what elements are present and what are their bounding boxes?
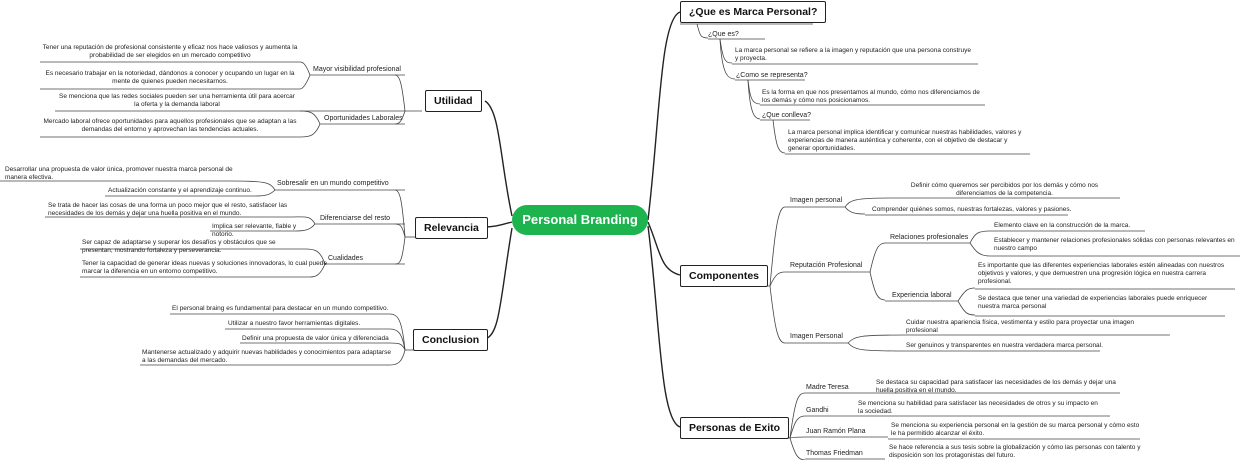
subtopic-experiencia-laboral[interactable]: Experiencia laboral <box>892 292 952 299</box>
subtopic-que-es[interactable]: ¿Que es? <box>708 31 739 38</box>
subtopic-juan-ramon-plana[interactable]: Juan Ramón Plana <box>806 428 866 435</box>
subtopic-diferenciarse[interactable]: Diferenciarse del resto <box>320 215 391 222</box>
leaf-gandhi: Se menciona su habilidad para satisfacer… <box>858 400 1098 415</box>
leaf-madre-teresa: Se destaca su capacidad para satisfacer … <box>876 379 1116 394</box>
subtopic-cualidades[interactable]: Cualidades <box>328 255 364 262</box>
subtopic-como-se-representa[interactable]: ¿Como se representa? <box>736 72 808 79</box>
leaf-relaciones-elemento-clave: Elemento clave en la construcción de la … <box>994 222 1131 229</box>
leaf-conclusion-actualizado: Mantenerse actualizado y adquirir nuevas… <box>142 349 391 364</box>
root-node[interactable]: Personal Branding <box>512 205 648 235</box>
leaf-imagen-apariencia: Cuidar nuestra apariencia física, vestim… <box>906 319 1134 334</box>
topic-relevancia[interactable]: Relevancia <box>415 217 488 239</box>
topic-personas-de-exito[interactable]: Personas de Exito <box>680 417 790 439</box>
leaf-experiencia-alineadas: Es importante que las diferentes experie… <box>978 262 1225 285</box>
leaf-cualidades-ideas: Tener la capacidad de generar ideas nuev… <box>82 260 327 275</box>
subtopic-imagen-personal-2[interactable]: Imagen Personal <box>790 333 843 340</box>
topic-componentes[interactable]: Componentes <box>680 265 769 287</box>
leaf-juan-ramon-plana: Se menciona su experiencia personal en l… <box>891 422 1140 437</box>
subtopic-relaciones-profesionales[interactable]: Relaciones profesionales <box>890 234 969 241</box>
subtopic-madre-teresa[interactable]: Madre Teresa <box>806 384 849 391</box>
subtopic-sobresalir[interactable]: Sobresalir en un mundo competitivo <box>277 180 389 187</box>
subtopic-que-conlleva[interactable]: ¿Que conlleva? <box>762 112 812 119</box>
leaf-sobresalir-propuesta: Desarrollar una propuesta de valor única… <box>5 166 233 181</box>
leaf-diferenciarse-hacer: Se trata de hacer las cosas de una forma… <box>48 202 288 217</box>
leaf-cualidades-adaptarse: Ser capaz de adaptarse y superar los des… <box>82 239 276 254</box>
leaf-como-se-representa-answer: Es la forma en que nos presentamos al mu… <box>762 89 980 104</box>
topic-que-es-marca-personal[interactable]: ¿Que es Marca Personal? <box>680 1 827 23</box>
topic-utilidad[interactable]: Utilidad <box>425 90 482 112</box>
leaf-conclusion-herramientas: Utilizar a nuestro favor herramientas di… <box>228 320 361 327</box>
leaf-diferenciarse-relevante: Implica ser relevante, fiable y notorio. <box>212 223 297 238</box>
topic-conclusion[interactable]: Conclusion <box>413 329 489 351</box>
leaf-imagen-personal-definir: Definir cómo queremos ser percibidos por… <box>910 182 1099 197</box>
subtopic-imagen-personal-1[interactable]: Imagen personal <box>790 197 843 204</box>
leaf-thomas-friedman: Se hace referencia a sus tesis sobre la … <box>889 444 1141 459</box>
leaf-oportunidades-mercado: Mercado laboral ofrece oportunidades par… <box>43 118 297 133</box>
leaf-visibilidad-notoriedad: Es necesario trabajar en la notoriedad, … <box>45 70 295 85</box>
subtopic-mayor-visibilidad[interactable]: Mayor visibilidad profesional <box>313 66 401 73</box>
leaf-que-conlleva-answer: La marca personal implica identificar y … <box>788 129 1022 152</box>
leaf-conclusion-fundamental: El personal braing es fundamental para d… <box>172 305 389 312</box>
subtopic-gandhi[interactable]: Gandhi <box>806 407 829 414</box>
subtopic-reputacion-profesional[interactable]: Reputación Profesional <box>790 262 863 269</box>
leaf-relaciones-establecer: Establecer y mantener relaciones profesi… <box>994 237 1235 252</box>
leaf-imagen-personal-comprender: Comprender quiénes somos, nuestras forta… <box>872 206 1072 213</box>
leaf-conclusion-propuesta: Definir una propuesta de valor única y d… <box>242 335 389 342</box>
leaf-que-es-answer: La marca personal se refiere a la imagen… <box>735 47 971 62</box>
leaf-experiencia-variedad: Se destaca que tener una variedad de exp… <box>978 295 1208 310</box>
leaf-oportunidades-redes: Se menciona que las redes sociales puede… <box>59 93 295 108</box>
leaf-imagen-genuinos: Ser genuinos y transparentes en nuestra … <box>906 342 1103 349</box>
subtopic-thomas-friedman[interactable]: Thomas Friedman <box>806 450 863 457</box>
leaf-sobresalir-actualizacion: Actualización constante y el aprendizaje… <box>108 187 252 194</box>
subtopic-oportunidades-laborales[interactable]: Oportunidades Laborales <box>324 115 403 122</box>
leaf-visibilidad-reputacion: Tener una reputación de profesional cons… <box>42 44 298 59</box>
